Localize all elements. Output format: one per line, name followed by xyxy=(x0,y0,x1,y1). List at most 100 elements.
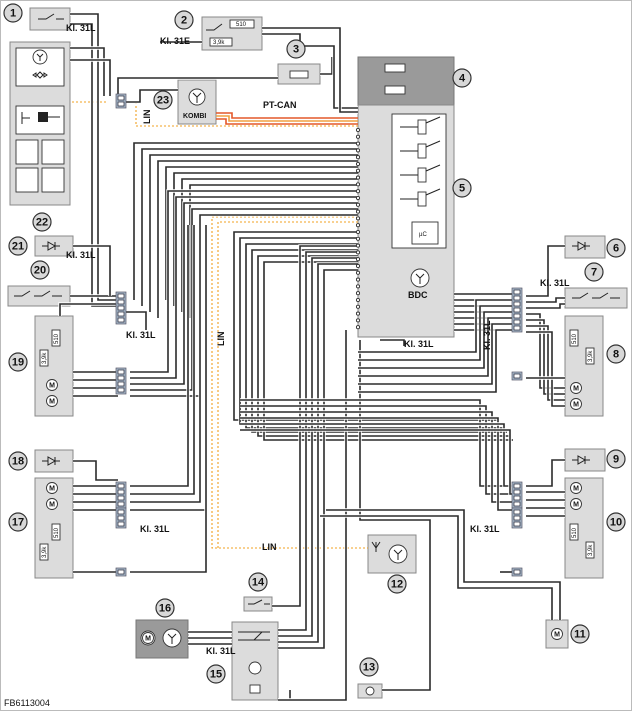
motor-19-b: M xyxy=(46,395,58,407)
svg-text:6: 6 xyxy=(613,243,619,255)
wire-left-lower-3 xyxy=(130,208,358,391)
wire-18-a xyxy=(73,460,118,481)
bdc-pin xyxy=(355,175,361,180)
wire-kl31l-gnd xyxy=(126,311,147,330)
resistor-10-39k: 3,9k xyxy=(585,541,595,559)
wire-right-c-2 xyxy=(240,411,514,503)
svg-text:8: 8 xyxy=(613,349,619,361)
wire-mid-4 xyxy=(257,255,510,437)
bdc-pin xyxy=(355,277,361,282)
bdc-pin xyxy=(355,270,361,275)
svg-text:5: 5 xyxy=(459,183,465,195)
resistor-19-39k: 3,9k xyxy=(39,349,49,367)
wire-2-a xyxy=(262,33,358,109)
svg-text:M: M xyxy=(49,486,55,493)
bdc-pin xyxy=(355,148,361,153)
badge-18: 18 xyxy=(8,451,28,471)
badge-4: 4 xyxy=(452,68,472,88)
bdc-pin xyxy=(355,216,361,221)
wire-down-0 xyxy=(299,245,358,590)
wire-left-bundle-7 xyxy=(189,184,358,318)
badge-10: 10 xyxy=(606,512,626,532)
resistor-8-39k: 3,9k xyxy=(585,347,595,365)
svg-text:4: 4 xyxy=(459,73,466,85)
lin-label-2: LIN xyxy=(216,332,226,347)
svg-text:13: 13 xyxy=(363,662,375,674)
wire-15-c xyxy=(278,578,319,643)
bdc-pin xyxy=(355,161,361,167)
svg-text:3,9k: 3,9k xyxy=(588,350,594,362)
bdc-pin xyxy=(355,304,361,309)
svg-text:2: 2 xyxy=(181,15,187,27)
badge-20: 20 xyxy=(30,260,50,280)
motor-10-a: M xyxy=(570,482,582,494)
svg-text:M: M xyxy=(573,486,579,493)
diode-18 xyxy=(42,456,60,466)
wire-left-lower-1 xyxy=(130,196,358,379)
svg-text:23: 23 xyxy=(157,95,169,107)
svg-text:M: M xyxy=(573,402,579,409)
bdc-pin xyxy=(355,189,361,194)
pt-can-label: PT-CAN xyxy=(263,100,297,110)
kl31e-label-2: Kl. 31E xyxy=(160,36,190,46)
resistor-19-510: 510 xyxy=(51,329,61,347)
bdc-pin xyxy=(355,195,361,201)
bdc-pin xyxy=(355,311,361,316)
kl31l-label-10: Kl. 31L xyxy=(470,524,500,534)
wire-down-3 xyxy=(317,263,358,578)
wire-left-bundle-1 xyxy=(141,148,358,306)
kl31l-label-1: Kl. 31L xyxy=(66,23,96,33)
bdc-microcontroller: µC xyxy=(419,232,427,238)
kl31l-label-15: Kl. 31L xyxy=(206,646,236,656)
wire-13-a xyxy=(359,340,431,691)
svg-text:15: 15 xyxy=(210,669,222,681)
wire-left-bundle-5 xyxy=(173,172,358,306)
bdc-pin xyxy=(355,134,361,139)
wire-1-b xyxy=(70,23,118,307)
bdc-pin xyxy=(355,209,361,214)
svg-text:18: 18 xyxy=(12,456,24,468)
connector-right-10c xyxy=(511,567,523,577)
connector-a1 xyxy=(115,93,127,109)
svg-text:22: 22 xyxy=(36,217,48,229)
connector-left-17b xyxy=(115,507,127,529)
badge-22: 22 xyxy=(32,212,52,232)
wire-right-c-3 xyxy=(240,417,514,511)
badge-9: 9 xyxy=(606,449,626,469)
wire-left-bundle-0 xyxy=(133,142,358,300)
motor-17-b: M xyxy=(46,498,58,510)
kl31l-label-bdc: Kl. 31L xyxy=(404,339,434,349)
component-4-fusebox xyxy=(357,56,455,106)
resistor-10-510: 510 xyxy=(569,523,579,541)
wire-17-2 xyxy=(130,225,201,503)
connector-group xyxy=(115,93,523,577)
component-14-body xyxy=(243,596,273,612)
bdc-pin xyxy=(355,263,361,269)
badge-8: 8 xyxy=(606,344,626,364)
connector-left-19 xyxy=(115,367,127,395)
switch-7 xyxy=(572,292,620,299)
wire-8-2 xyxy=(526,325,565,401)
wire-17-0 xyxy=(130,225,189,487)
connector-left xyxy=(115,291,127,325)
wire-right-c-1 xyxy=(240,405,514,495)
wire-right-b-4 xyxy=(358,323,514,385)
bdc-pin xyxy=(355,127,361,133)
component-2-resistor-510: 510 xyxy=(236,22,247,28)
svg-text:19: 19 xyxy=(12,357,24,369)
bdc-pin xyxy=(355,141,361,146)
resistor-8-510: 510 xyxy=(569,329,579,347)
wire-1-a xyxy=(70,13,118,301)
svg-text:16: 16 xyxy=(159,603,171,615)
bdc-pin xyxy=(355,168,361,173)
bdc-label: BDC xyxy=(408,290,428,300)
wire-bdc-gnd xyxy=(380,339,405,346)
motor-10-b: M xyxy=(570,498,582,510)
wire-15-b xyxy=(278,582,313,637)
svg-text:510: 510 xyxy=(54,333,60,344)
badge-15: 15 xyxy=(206,664,226,684)
bdc-pin xyxy=(355,236,361,241)
wire-mid-3 xyxy=(251,249,507,433)
